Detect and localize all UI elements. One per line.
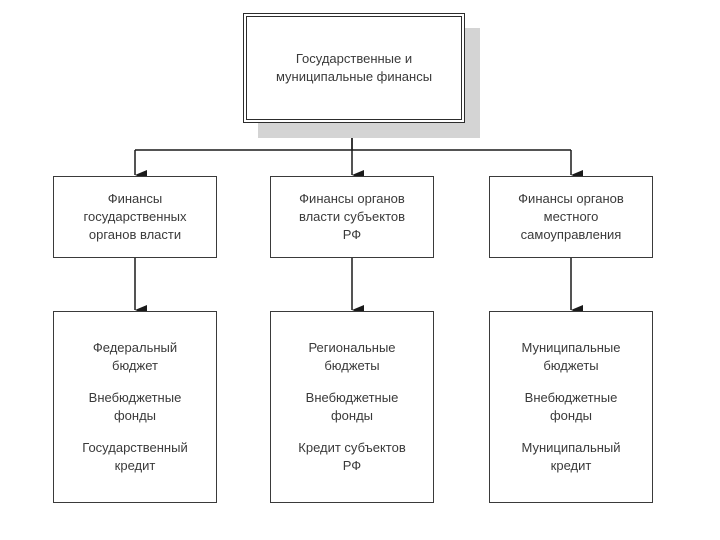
- node-line: Финансы: [107, 191, 163, 206]
- item-line: Муниципальные: [521, 340, 621, 355]
- node-line: РФ: [342, 227, 362, 242]
- item-group: Региональные бюджеты: [308, 339, 395, 375]
- item-line: бюджеты: [324, 358, 380, 373]
- node-local-government-finance: Финансы органов местного самоуправления: [489, 176, 653, 258]
- item-group: Кредит субъектов РФ: [298, 439, 405, 475]
- item-line: кредит: [550, 458, 592, 473]
- item-line: фонды: [330, 408, 374, 423]
- item-group: Федеральный бюджет: [93, 339, 177, 375]
- item-group: Внебюджетные фонды: [525, 389, 618, 425]
- root-line-1: Государственные и: [295, 51, 413, 66]
- node-line: местного: [543, 209, 599, 224]
- item-line: бюджеты: [543, 358, 599, 373]
- node-regional-authorities-finance: Финансы органов власти субъектов РФ: [270, 176, 434, 258]
- root-line-2: муниципальные финансы: [275, 69, 433, 84]
- item-group: Муниципальный кредит: [521, 439, 620, 475]
- item-line: кредит: [114, 458, 156, 473]
- item-line: фонды: [113, 408, 157, 423]
- item-line: бюджет: [112, 358, 158, 373]
- node-line: государственных: [83, 209, 187, 224]
- item-line: Муниципальный: [521, 440, 621, 455]
- node-regional-components: Региональные бюджеты Внебюджетные фонды …: [270, 311, 434, 503]
- node-line: Финансы органов: [518, 191, 624, 206]
- item-line: Внебюджетные: [88, 390, 182, 405]
- item-line: Государственный: [82, 440, 188, 455]
- root-node: Государственные и муниципальные финансы: [243, 13, 465, 123]
- node-municipal-components: Муниципальные бюджеты Внебюджетные фонды…: [489, 311, 653, 503]
- item-line: Внебюджетные: [305, 390, 399, 405]
- node-line: власти субъектов: [298, 209, 406, 224]
- node-state-authorities-finance: Финансы государственных органов власти: [53, 176, 217, 258]
- node-federal-components: Федеральный бюджет Внебюджетные фонды Го…: [53, 311, 217, 503]
- item-group: Государственный кредит: [82, 439, 187, 475]
- node-line: Финансы органов: [299, 191, 405, 206]
- item-group: Муниципальные бюджеты: [521, 339, 620, 375]
- item-group: Внебюджетные фонды: [306, 389, 399, 425]
- item-line: Внебюджетные: [524, 390, 618, 405]
- item-line: Кредит субъектов: [298, 440, 406, 455]
- item-group: Внебюджетные фонды: [89, 389, 182, 425]
- item-line: Региональные: [308, 340, 396, 355]
- item-line: РФ: [342, 458, 362, 473]
- item-line: Федеральный: [92, 340, 178, 355]
- node-line: органов власти: [88, 227, 182, 242]
- node-line: самоуправления: [520, 227, 622, 242]
- item-line: фонды: [549, 408, 593, 423]
